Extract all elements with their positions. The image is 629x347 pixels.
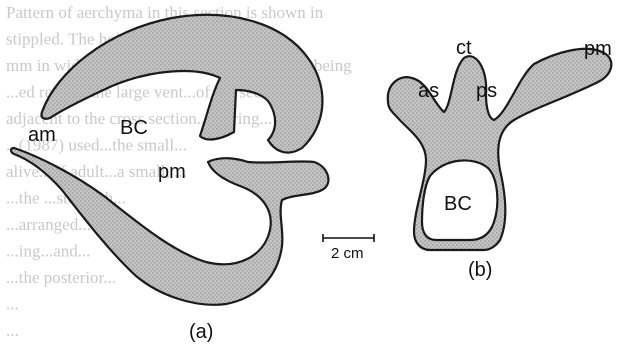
label-pm-a: pm	[158, 161, 186, 183]
background-text-line: ...	[6, 295, 19, 314]
label-ps: ps	[476, 80, 497, 102]
background-text-line: ...the posterior...	[6, 268, 116, 287]
background-text-line: ...	[6, 321, 19, 340]
label-bc-b: BC	[444, 193, 472, 215]
scale-bar: 2 cm	[323, 234, 374, 262]
label-as: as	[418, 80, 439, 102]
background-text-line: ...ing...and...	[6, 242, 91, 261]
label-ct: ct	[456, 37, 472, 59]
label-pm-b: pm	[584, 38, 612, 60]
caption-b: (b)	[468, 259, 492, 281]
panel-b: ct pm as ps BC (b)	[388, 37, 612, 281]
caption-a: (a)	[189, 321, 213, 343]
scale-bar-label: 2 cm	[331, 245, 364, 262]
label-am: am	[28, 124, 56, 146]
label-bc-a: BC	[120, 117, 148, 139]
